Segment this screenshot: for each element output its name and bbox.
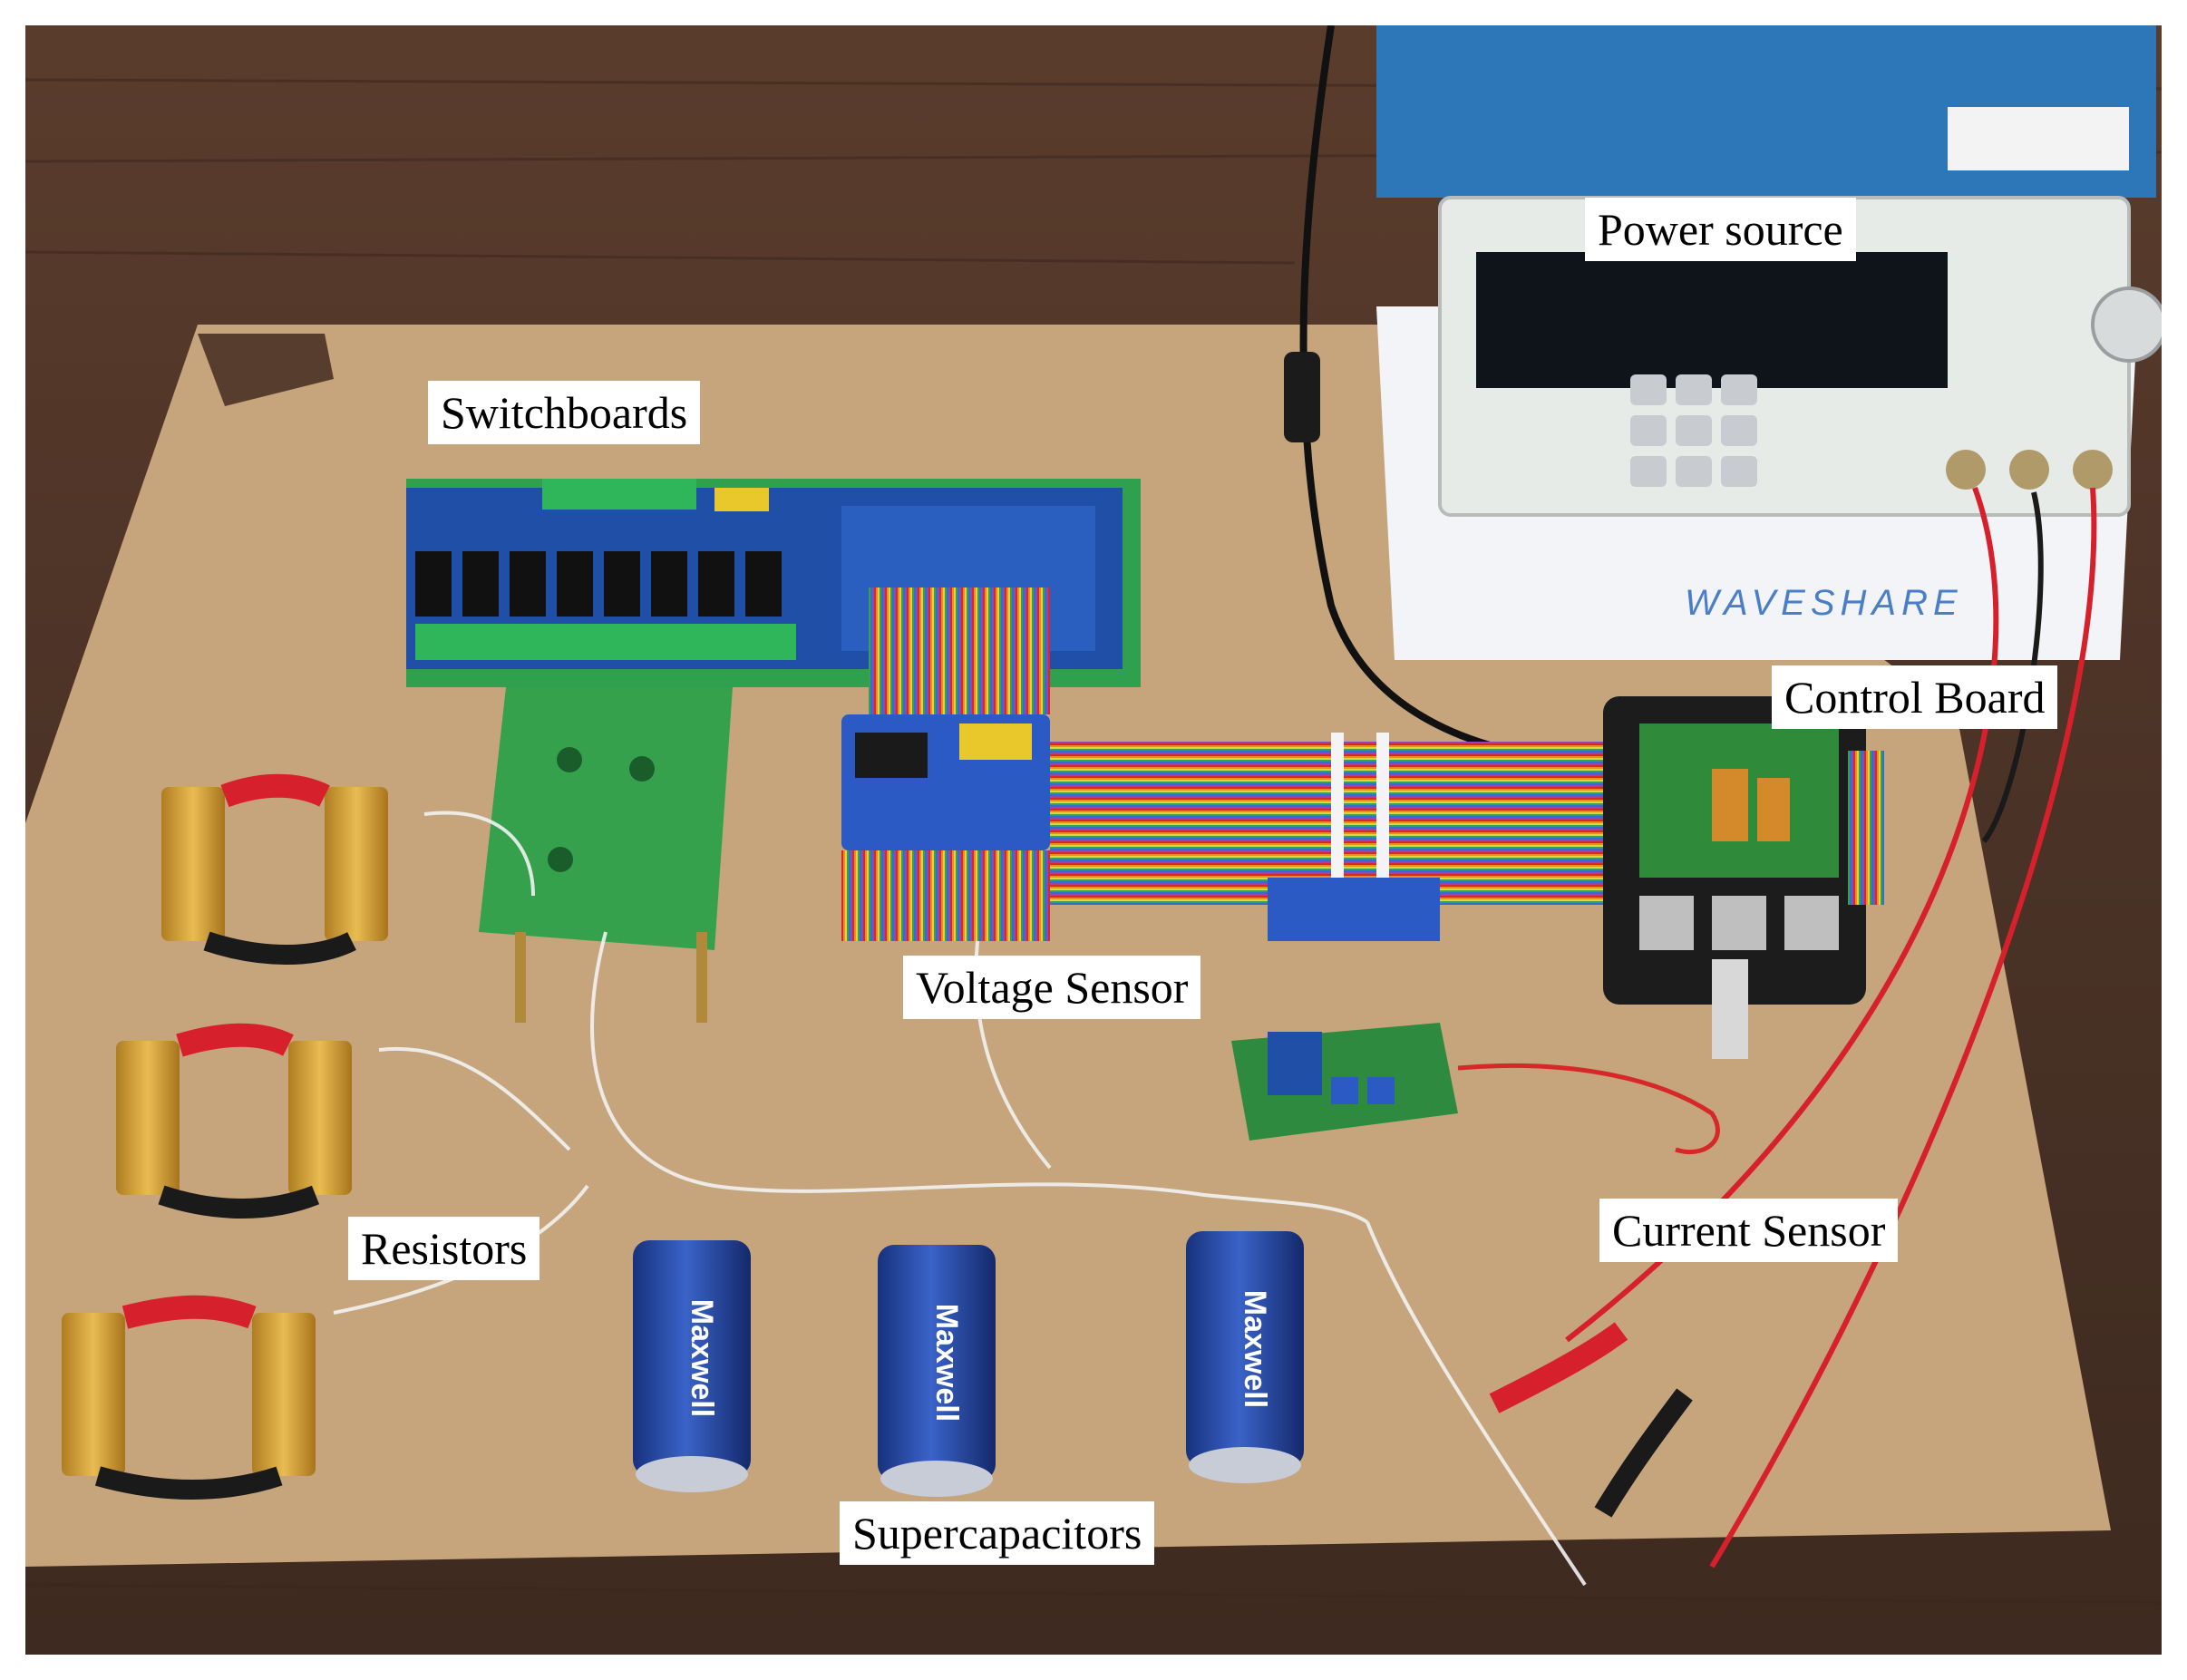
perfboard	[479, 687, 733, 1023]
label-resistors: Resistors	[348, 1217, 540, 1280]
capacitor-brand-3: Maxwell	[1238, 1290, 1272, 1408]
switchboard-assembly	[406, 479, 1141, 714]
resistor-1	[161, 773, 388, 965]
label-supercapacitors: Supercapacitors	[840, 1501, 1155, 1565]
current-sensor-board	[1231, 1023, 1720, 1155]
capacitor-brand-1: Maxwell	[685, 1299, 719, 1417]
label-control-board: Control Board	[1772, 665, 2058, 729]
power-supply: WAVESHARE	[1376, 25, 2162, 660]
label-voltage-sensor: Voltage Sensor	[903, 956, 1201, 1019]
supercapacitor-group: Maxwell Maxwell Maxwell	[633, 1231, 1304, 1497]
capacitor-brand-2: Maxwell	[929, 1304, 964, 1422]
label-power-source: Power source	[1585, 198, 1856, 261]
supercapacitor-3: Maxwell	[1186, 1231, 1304, 1483]
resistor-3	[62, 1295, 316, 1500]
power-cable	[1299, 25, 1568, 763]
lab-setup-photo: WAVESHARE	[25, 25, 2162, 1655]
svg-text:WAVESHARE: WAVESHARE	[1685, 583, 1963, 623]
control-board-case	[1603, 696, 1884, 1059]
label-current-sensor: Current Sensor	[1599, 1199, 1899, 1262]
resistor-group	[62, 773, 388, 1500]
supercapacitor-1: Maxwell	[633, 1240, 751, 1492]
supercapacitor-2: Maxwell	[878, 1245, 996, 1497]
label-switchboards: Switchboards	[428, 381, 701, 444]
voltage-sensor-board	[841, 714, 1050, 941]
resistor-2	[116, 1023, 352, 1219]
